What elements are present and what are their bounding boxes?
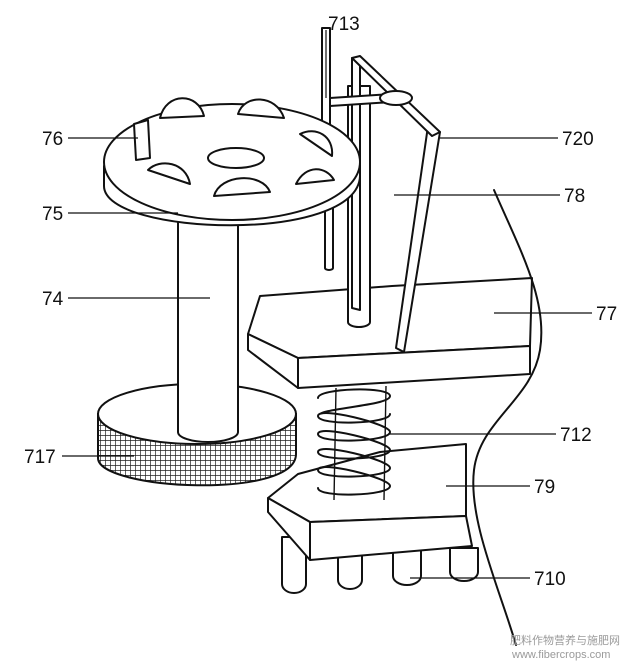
label-76: 76 (42, 129, 63, 150)
label-712: 712 (560, 425, 592, 446)
leader-lines (62, 30, 592, 579)
label-720: 720 (562, 129, 594, 150)
label-717: 717 (24, 447, 56, 468)
watermark: 肥料作物营养与施肥网 www.fibercrops.com (510, 633, 620, 661)
label-77: 77 (596, 304, 617, 325)
label-713: 713 (328, 14, 360, 35)
section-cut-line (472, 189, 543, 646)
cups-76 (133, 97, 335, 197)
svg-text:肥料作物营养与施肥网: 肥料作物营养与施肥网 (510, 633, 620, 647)
column-74 (177, 209, 239, 443)
spring-712 (317, 385, 391, 501)
callout-labels: 713 76 720 78 75 74 77 712 717 79 710 (24, 14, 617, 590)
label-79: 79 (534, 477, 555, 498)
label-78: 78 (564, 186, 585, 207)
label-75: 75 (42, 204, 63, 225)
disc-75 (103, 97, 361, 227)
svg-text:www.fibercrops.com: www.fibercrops.com (511, 649, 610, 661)
upper-block (247, 277, 533, 389)
label-710: 710 (534, 569, 566, 590)
feet-710 (281, 536, 479, 594)
lower-block (267, 443, 479, 594)
label-74: 74 (42, 289, 64, 310)
